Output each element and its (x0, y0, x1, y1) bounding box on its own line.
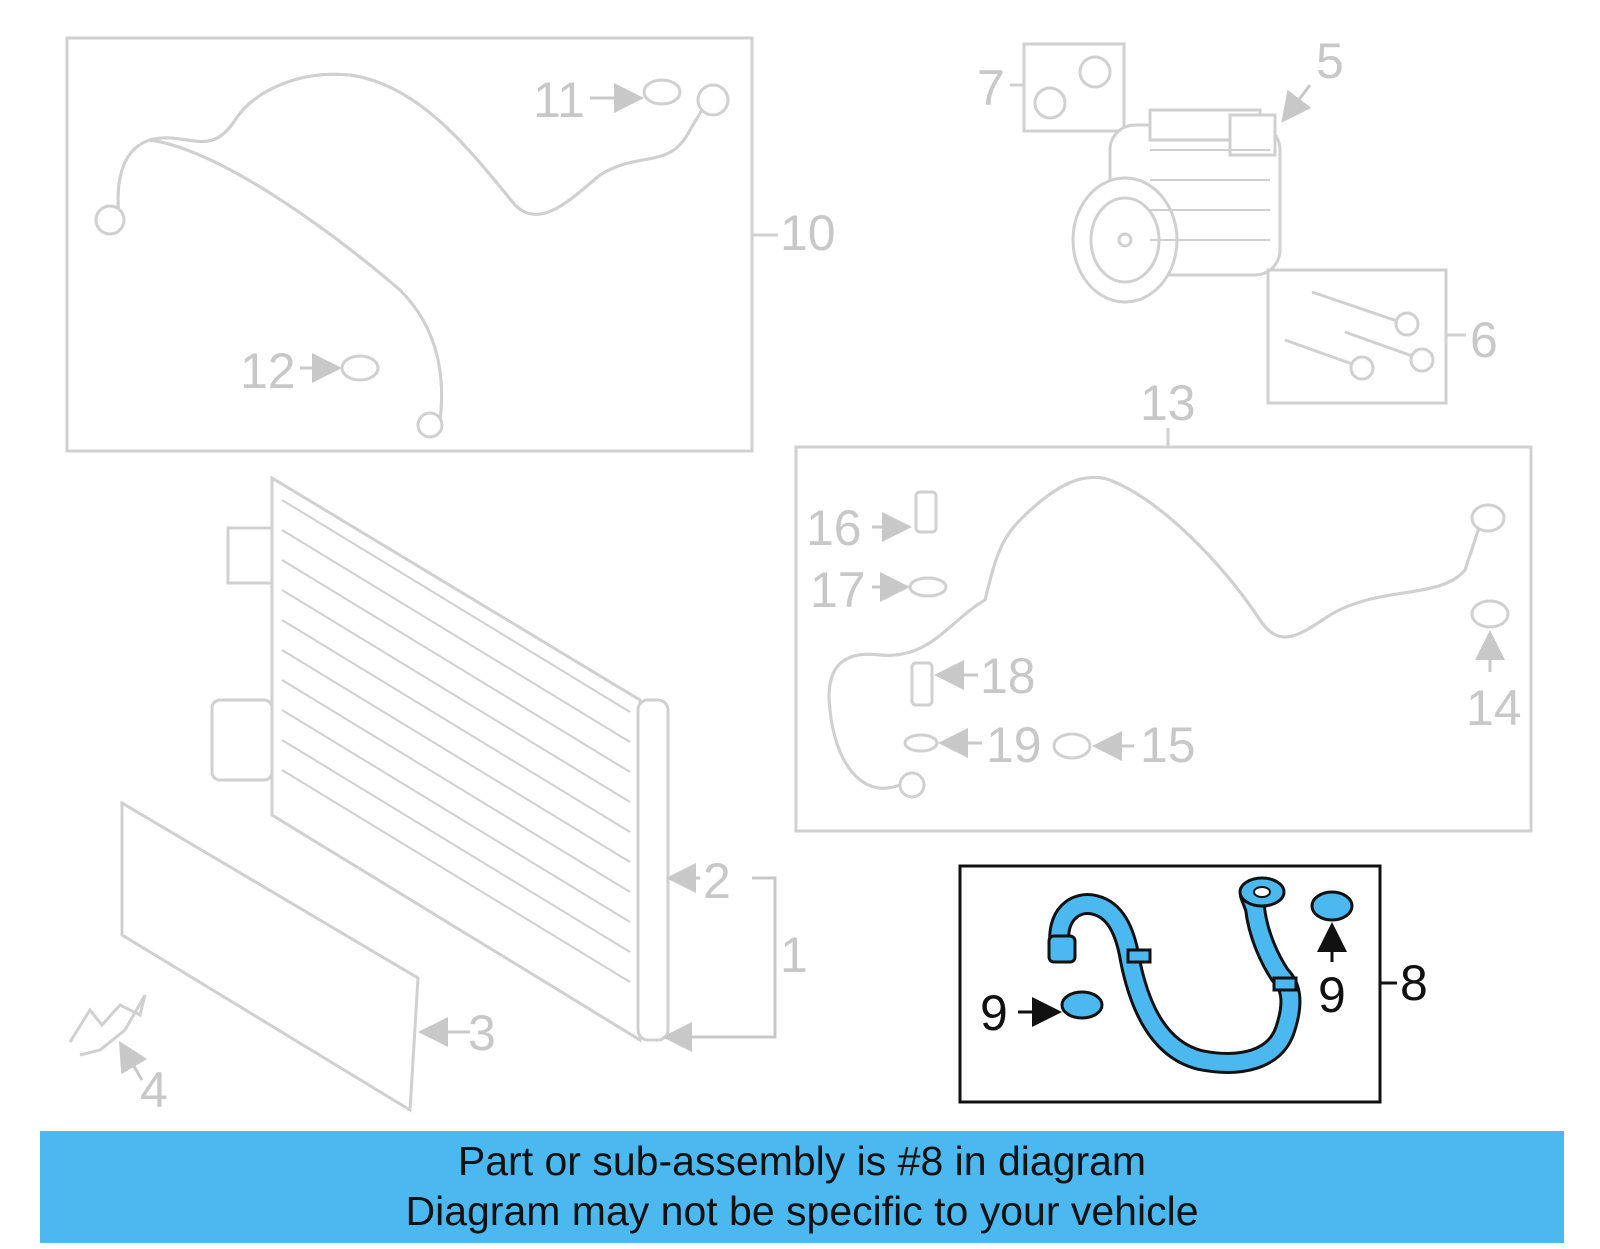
compressor-5 (1071, 84, 1312, 304)
callout-16: 16 (806, 500, 862, 556)
callout-6: 6 (1470, 312, 1498, 368)
callout-1: 1 (780, 927, 808, 983)
part-13-group (794, 428, 1533, 833)
hose-line-10-lower (149, 138, 444, 421)
part-10-group (65, 36, 778, 453)
callout-8: 8 (1400, 955, 1428, 1011)
callout-2: 2 (703, 853, 731, 909)
panel-3 (120, 800, 470, 1113)
part-7-box (1022, 42, 1126, 133)
part-8-group (958, 864, 1397, 1104)
callout-10: 10 (780, 205, 836, 261)
callout-15: 15 (1140, 717, 1196, 773)
banner-line-2: Diagram may not be specific to your vehi… (405, 1188, 1199, 1234)
clip-11 (642, 78, 682, 106)
condenser-2 (210, 475, 777, 1052)
bracket-4 (68, 994, 148, 1081)
callout-11: 11 (533, 72, 585, 128)
callout-18: 18 (980, 648, 1036, 704)
clip-9-right (1310, 890, 1354, 922)
callout-12: 12 (240, 343, 296, 399)
callout-19: 19 (986, 717, 1042, 773)
callout-5: 5 (1316, 33, 1344, 89)
banner-line-1: Part or sub-assembly is #8 in diagram (457, 1138, 1147, 1184)
clip-12 (340, 354, 380, 382)
part-13-box (794, 445, 1533, 833)
clip-9-left (1060, 990, 1104, 1020)
callout-labels: 10 11 12 7 5 6 13 16 17 18 19 15 14 2 1 … (140, 33, 1522, 1118)
callout-3: 3 (468, 1005, 496, 1061)
callout-4: 4 (140, 1062, 168, 1118)
callout-13: 13 (1140, 375, 1196, 431)
callout-9-right: 9 (1318, 967, 1346, 1023)
part-10-box (65, 36, 754, 453)
info-banner: Part or sub-assembly is #8 in diagram Di… (40, 1131, 1564, 1243)
callout-9-left: 9 (980, 985, 1008, 1041)
callout-14: 14 (1466, 680, 1522, 736)
part-6-group (1266, 268, 1466, 405)
callout-7: 7 (977, 60, 1005, 116)
callout-17: 17 (810, 562, 866, 618)
part-7-group (1010, 42, 1126, 133)
